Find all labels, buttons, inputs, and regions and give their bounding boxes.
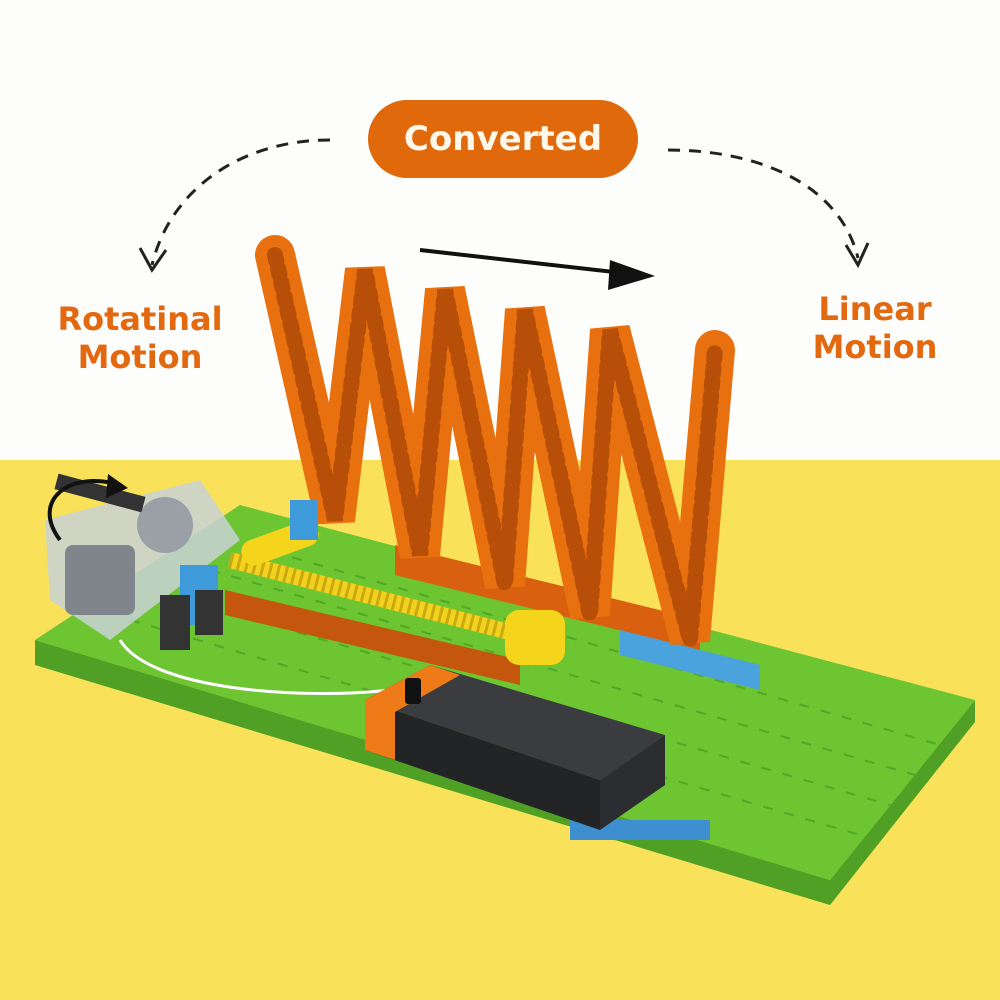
- linear-motion-label: Linear Motion: [790, 290, 960, 366]
- battery-box-orange-cap: [365, 665, 460, 760]
- dashed-arrow-left: [150, 138, 331, 266]
- screw-thread: [228, 552, 542, 648]
- converted-label: Converted: [403, 119, 603, 159]
- rotational-line1: Rotatinal: [57, 300, 223, 338]
- rotation-arrow: [47, 479, 121, 542]
- dashed-arrow-right: [667, 148, 860, 259]
- wire: [118, 639, 391, 695]
- scissor-linkage: [255, 235, 735, 645]
- arrowhead-left: [138, 247, 168, 273]
- power-switch: [405, 678, 421, 704]
- black-peg: [195, 590, 223, 635]
- arrowhead-right: [844, 242, 870, 269]
- black-peg: [160, 595, 190, 650]
- battery-box-top: [365, 665, 665, 780]
- linear-arrow: [419, 248, 641, 277]
- rotation-arrowhead: [106, 474, 128, 498]
- battery-box-front: [365, 700, 600, 830]
- battery-box-side: [600, 735, 665, 830]
- blue-peg: [290, 500, 318, 540]
- converted-badge: Converted: [368, 100, 638, 178]
- orange-front-beam: [225, 590, 520, 685]
- yellow-end-connector: [505, 610, 565, 665]
- blue-beam: [620, 630, 760, 690]
- linear-arrowhead: [608, 260, 655, 290]
- orange-base-beam: [395, 545, 700, 650]
- rotational-motion-label: Rotatinal Motion: [40, 300, 240, 376]
- gear: [137, 497, 193, 553]
- linear-line1: Linear: [818, 290, 932, 328]
- linear-line2: Motion: [812, 328, 938, 366]
- rotational-line2: Motion: [77, 338, 203, 376]
- motor: [65, 545, 135, 615]
